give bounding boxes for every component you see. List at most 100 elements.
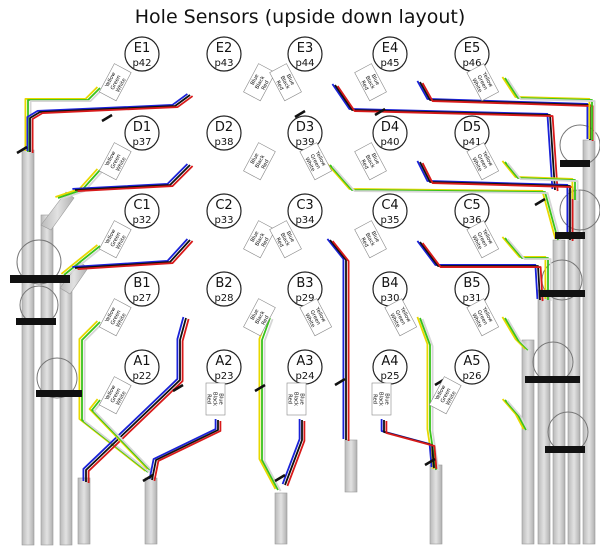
- wire-a2: [153, 420, 222, 482]
- wire-tag-text: Red: [261, 80, 271, 92]
- sensor-id-label: C1: [133, 198, 150, 213]
- wire-tag-text: Black: [279, 75, 291, 90]
- sensor-id-label: E1: [134, 41, 151, 56]
- sensor-pin-label: p25: [380, 371, 399, 382]
- conduit-tube: [21, 149, 35, 546]
- wire-tag-text: Red: [274, 237, 284, 249]
- wire-tag-frame: [243, 220, 276, 259]
- wire-a1: [91, 399, 151, 471]
- sensor-circle: [124, 36, 160, 72]
- wire-c2: [72, 238, 189, 268]
- sensor-pin-label: p40: [380, 137, 399, 148]
- wire-tag-text: Black: [254, 310, 266, 325]
- conduit-tube: [144, 477, 158, 545]
- wire-c5: [501, 236, 547, 299]
- sensor-pin-label: p22: [132, 371, 151, 382]
- wire-e3: [331, 83, 554, 190]
- conduit-tube: [521, 339, 535, 545]
- wire-d5: [504, 161, 576, 200]
- sensor-pin-label: p37: [132, 137, 151, 148]
- wire-a3: [281, 419, 301, 485]
- wire-tag-text: Black: [364, 75, 376, 90]
- sensor-pin-label: p31: [462, 293, 481, 304]
- anchor-clip: [172, 383, 184, 393]
- conduit-tube: [344, 439, 358, 493]
- sensor-id-label: A5: [463, 354, 480, 369]
- wire-c1: [60, 244, 98, 275]
- sensor-id-label: D1: [133, 120, 151, 135]
- sensor-pin-label: p35: [380, 215, 399, 226]
- wire-tag-text: Blue: [218, 393, 224, 404]
- wire-c4: [419, 241, 541, 301]
- wire-tag-text: Black: [364, 232, 376, 247]
- anchor-clip: [254, 383, 266, 393]
- sensor-pin-label: p45: [380, 58, 399, 69]
- wire-d3: [329, 164, 559, 241]
- sensor-id-label: B2: [215, 276, 232, 291]
- sensor-circle: [124, 115, 160, 151]
- sensor-pin-label: p32: [132, 215, 151, 226]
- wire-tag-frame: [243, 63, 276, 102]
- wire-b3: [261, 317, 279, 491]
- sensor-pin-label: p42: [132, 58, 151, 69]
- sensor-pin-label: p28: [214, 293, 233, 304]
- sensor-id-label: B5: [463, 276, 480, 291]
- sensor-circle: [206, 271, 242, 307]
- sensor-id-label: C2: [215, 198, 232, 213]
- sensor-pin-label: p34: [295, 215, 314, 226]
- clamp-bar: [540, 290, 585, 297]
- sensor-circle: [287, 36, 323, 72]
- clamp-bar: [36, 390, 82, 397]
- wire-tag-frame: [98, 376, 132, 415]
- wire-b3: [263, 318, 282, 492]
- wire-tag-text: Red: [274, 80, 284, 92]
- wire-tag-text: Black: [254, 75, 266, 90]
- wire-a3: [284, 420, 303, 486]
- conduit-tube: [429, 464, 443, 545]
- anchor-clip: [16, 145, 28, 155]
- wire-tag-text: Blue: [285, 73, 296, 86]
- wire-b2: [85, 317, 187, 482]
- sensor-id-label: C3: [296, 198, 313, 213]
- wire-e3: [336, 85, 559, 192]
- sensor-id-label: E4: [382, 41, 399, 56]
- sensor-circle: [372, 193, 408, 229]
- diagram-title: Hole Sensors (upside down layout): [134, 6, 466, 28]
- conduit-tube: [537, 289, 551, 545]
- wire-c4: [416, 240, 539, 300]
- wire-e4: [416, 80, 589, 139]
- wire-tag-text: Black: [293, 392, 299, 406]
- clamp-bar: [560, 160, 590, 167]
- wire-tag-text: Blue: [370, 152, 381, 165]
- sensor-id-label: B1: [133, 276, 150, 291]
- wire-d2: [72, 163, 189, 190]
- sensor-id-label: A2: [215, 354, 232, 369]
- wire-e3: [334, 84, 556, 191]
- conduit-tube: [274, 492, 288, 545]
- wire-tag-frame: [98, 220, 132, 259]
- sensor-circle: [206, 193, 242, 229]
- conduit-tube: [40, 191, 75, 231]
- anchor-clip: [142, 473, 154, 483]
- wire-tag-frame: [466, 142, 500, 181]
- wire-loop-ring: [16, 239, 62, 285]
- sensor-pin-label: p41: [462, 137, 481, 148]
- sensor-pin-label: p24: [295, 371, 314, 382]
- sensor-pin-label: p38: [214, 137, 233, 148]
